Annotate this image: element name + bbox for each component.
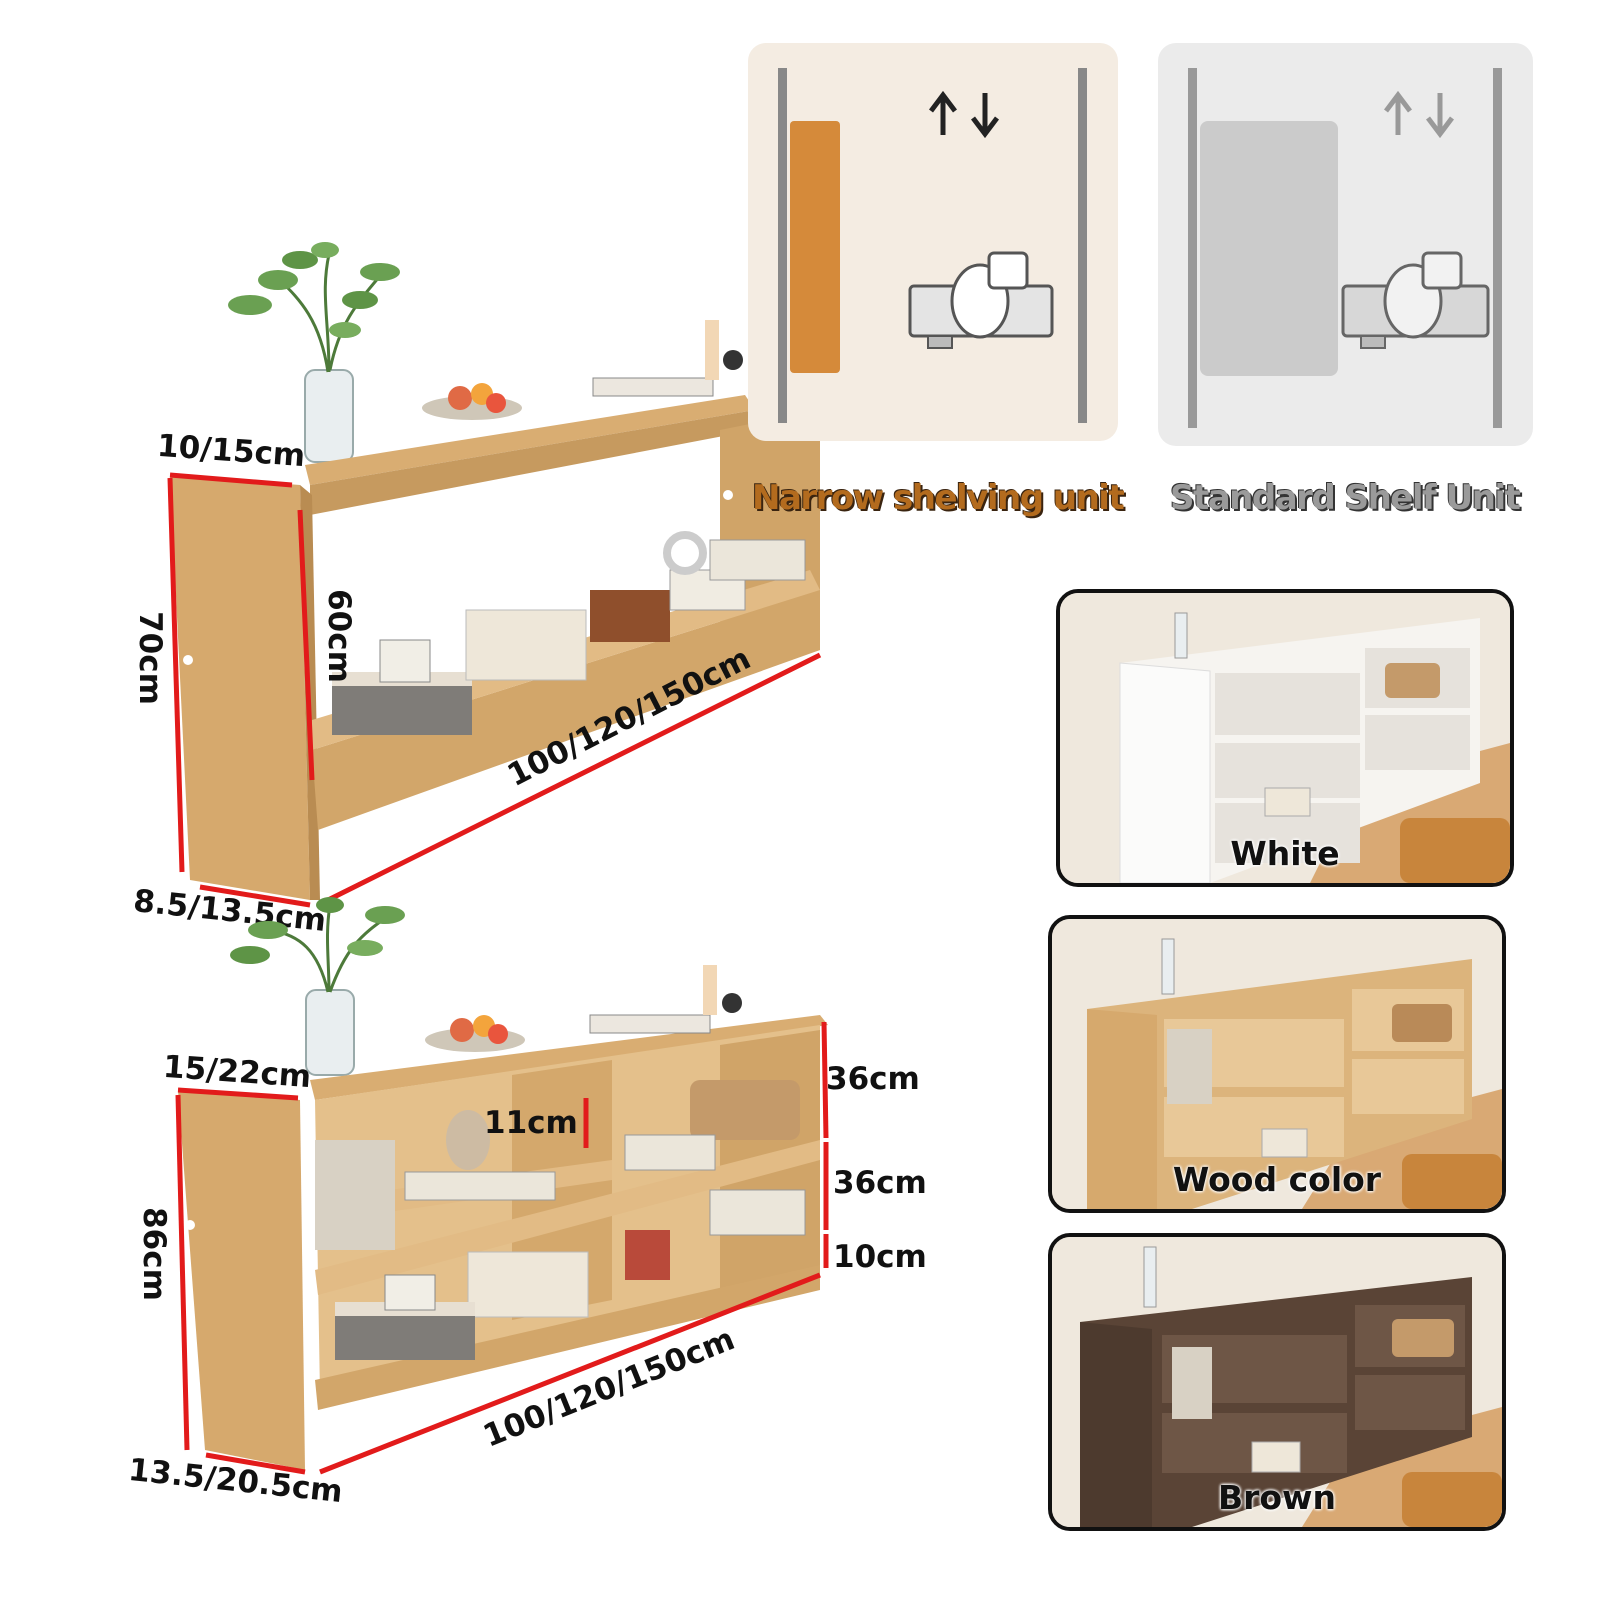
projector-icon — [1341, 251, 1490, 349]
color-option-label: Brown — [1217, 1478, 1337, 1517]
color-option-label: Wood color — [1172, 1160, 1382, 1199]
plant-decor-bottom — [230, 897, 405, 1076]
arrow-up-icon — [1384, 90, 1412, 135]
standard-tier-bottom-label: 10cm — [833, 1239, 927, 1275]
standard-gap-label: 11cm — [484, 1105, 578, 1141]
arrow-down-icon — [1426, 93, 1454, 139]
standard-shelf-caption: Standard Shelf Unit — [1170, 478, 1521, 518]
color-option-brown[interactable]: Brown — [1048, 1233, 1506, 1531]
color-option-wood[interactable]: Wood color — [1048, 915, 1506, 1213]
projector-icon — [908, 251, 1054, 349]
standard-comparison-panel — [1158, 43, 1533, 446]
narrow-comparison-panel — [748, 43, 1118, 441]
arrow-down-icon — [971, 93, 999, 139]
plant-decor-top — [228, 242, 400, 463]
standard-tier-top-label: 36cm — [826, 1061, 920, 1097]
standard-height-label: 86cm — [135, 1207, 172, 1301]
standard-tier-middle-label: 36cm — [833, 1165, 927, 1201]
arrow-up-icon — [929, 90, 957, 135]
color-option-label: White — [1230, 834, 1340, 873]
color-option-white[interactable]: White — [1056, 589, 1514, 887]
narrow-shelving-caption: Narrow shelving unit — [752, 478, 1125, 518]
